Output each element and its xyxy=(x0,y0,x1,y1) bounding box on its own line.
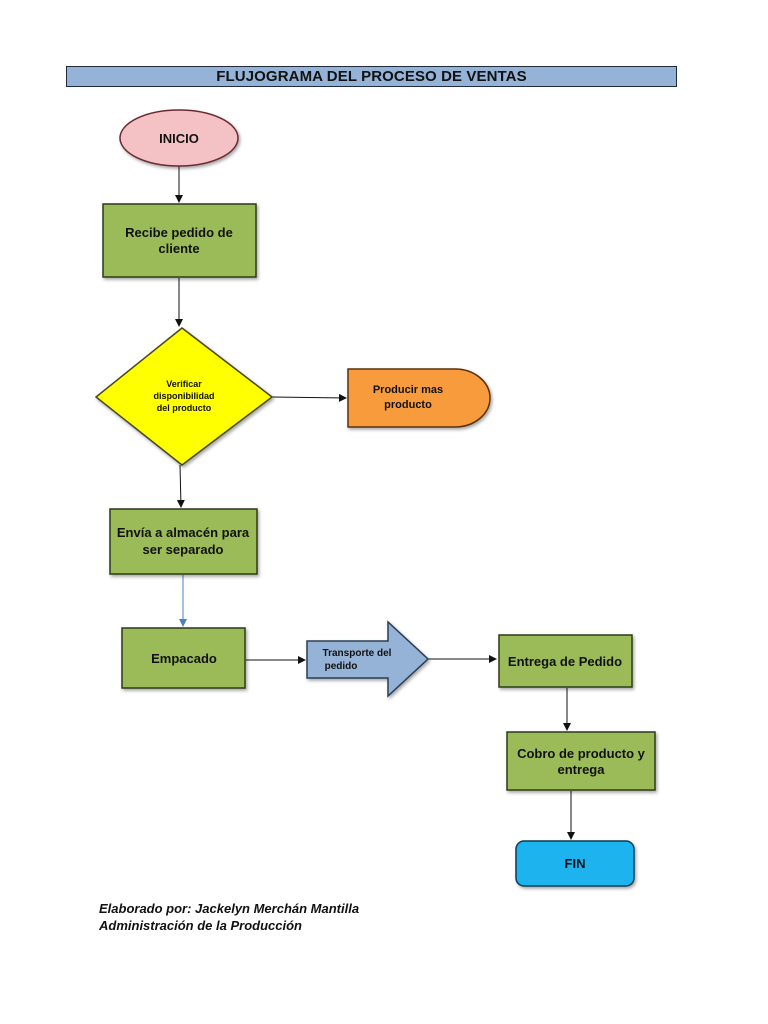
credits: Elaborado por: Jackelyn Merchán Mantilla… xyxy=(99,900,359,934)
process-shape xyxy=(498,634,633,688)
process-cobro-label-line1: Cobro de producto y xyxy=(517,746,646,761)
start-node: INICIO xyxy=(119,109,239,167)
start-label: INICIO xyxy=(159,131,199,146)
arrow-verificar-to-envia xyxy=(176,464,185,508)
start-shape xyxy=(119,109,239,167)
connectors xyxy=(175,166,575,840)
process-shape xyxy=(102,203,257,278)
alternate-shape xyxy=(347,368,491,428)
process-recibe-label-line2: cliente xyxy=(158,241,199,256)
process-entrega-pedido: Entrega de Pedido xyxy=(498,634,633,688)
process-cobro: Cobro de producto y entrega xyxy=(506,731,656,791)
end-node: FIN xyxy=(515,840,635,887)
alternate-label-line2: producto xyxy=(384,399,432,411)
decision-verificar: Verificar disponibilidad del producto xyxy=(94,327,274,466)
process-entrega-label: Entrega de Pedido xyxy=(508,654,622,669)
transport-arrow: Transporte del pedido xyxy=(306,620,430,698)
alternate-label-line1: Producir mas xyxy=(373,384,443,396)
process-shape xyxy=(506,731,656,791)
arrow-verificar-to-producir xyxy=(271,393,347,402)
credits-subject: Administración de la Producción xyxy=(99,918,302,933)
decision-label-line3: del producto xyxy=(157,403,212,413)
process-recibe-label-line1: Recibe pedido de xyxy=(125,225,233,240)
process-empacado: Empacado xyxy=(121,627,246,689)
decision-label-line1: Verificar xyxy=(166,379,202,389)
transport-arrow-shape xyxy=(306,620,430,698)
process-empacado-label: Empacado xyxy=(151,651,217,666)
end-shape xyxy=(515,840,635,887)
process-cobro-label-line2: entrega xyxy=(558,762,606,777)
process-envia-almacen: Envía a almacén para ser separado xyxy=(109,508,258,575)
process-shape xyxy=(109,508,258,575)
end-label: FIN xyxy=(565,856,586,871)
transport-label-line2: pedido xyxy=(325,661,358,672)
process-recibe-pedido: Recibe pedido de cliente xyxy=(102,203,257,278)
diagram-title: FLUJOGRAMA DEL PROCESO DE VENTAS xyxy=(66,66,677,87)
credits-author: Elaborado por: Jackelyn Merchán Mantilla xyxy=(99,901,360,916)
decision-label-line2: disponibilidad xyxy=(154,391,215,401)
alternate-producir: Producir mas producto xyxy=(347,368,491,428)
decision-shape xyxy=(94,327,274,466)
process-envia-label-line1: Envía a almacén para xyxy=(117,525,250,540)
process-envia-label-line2: ser separado xyxy=(143,542,224,557)
process-shape xyxy=(121,627,246,689)
transport-label-line1: Transporte del xyxy=(323,648,392,659)
